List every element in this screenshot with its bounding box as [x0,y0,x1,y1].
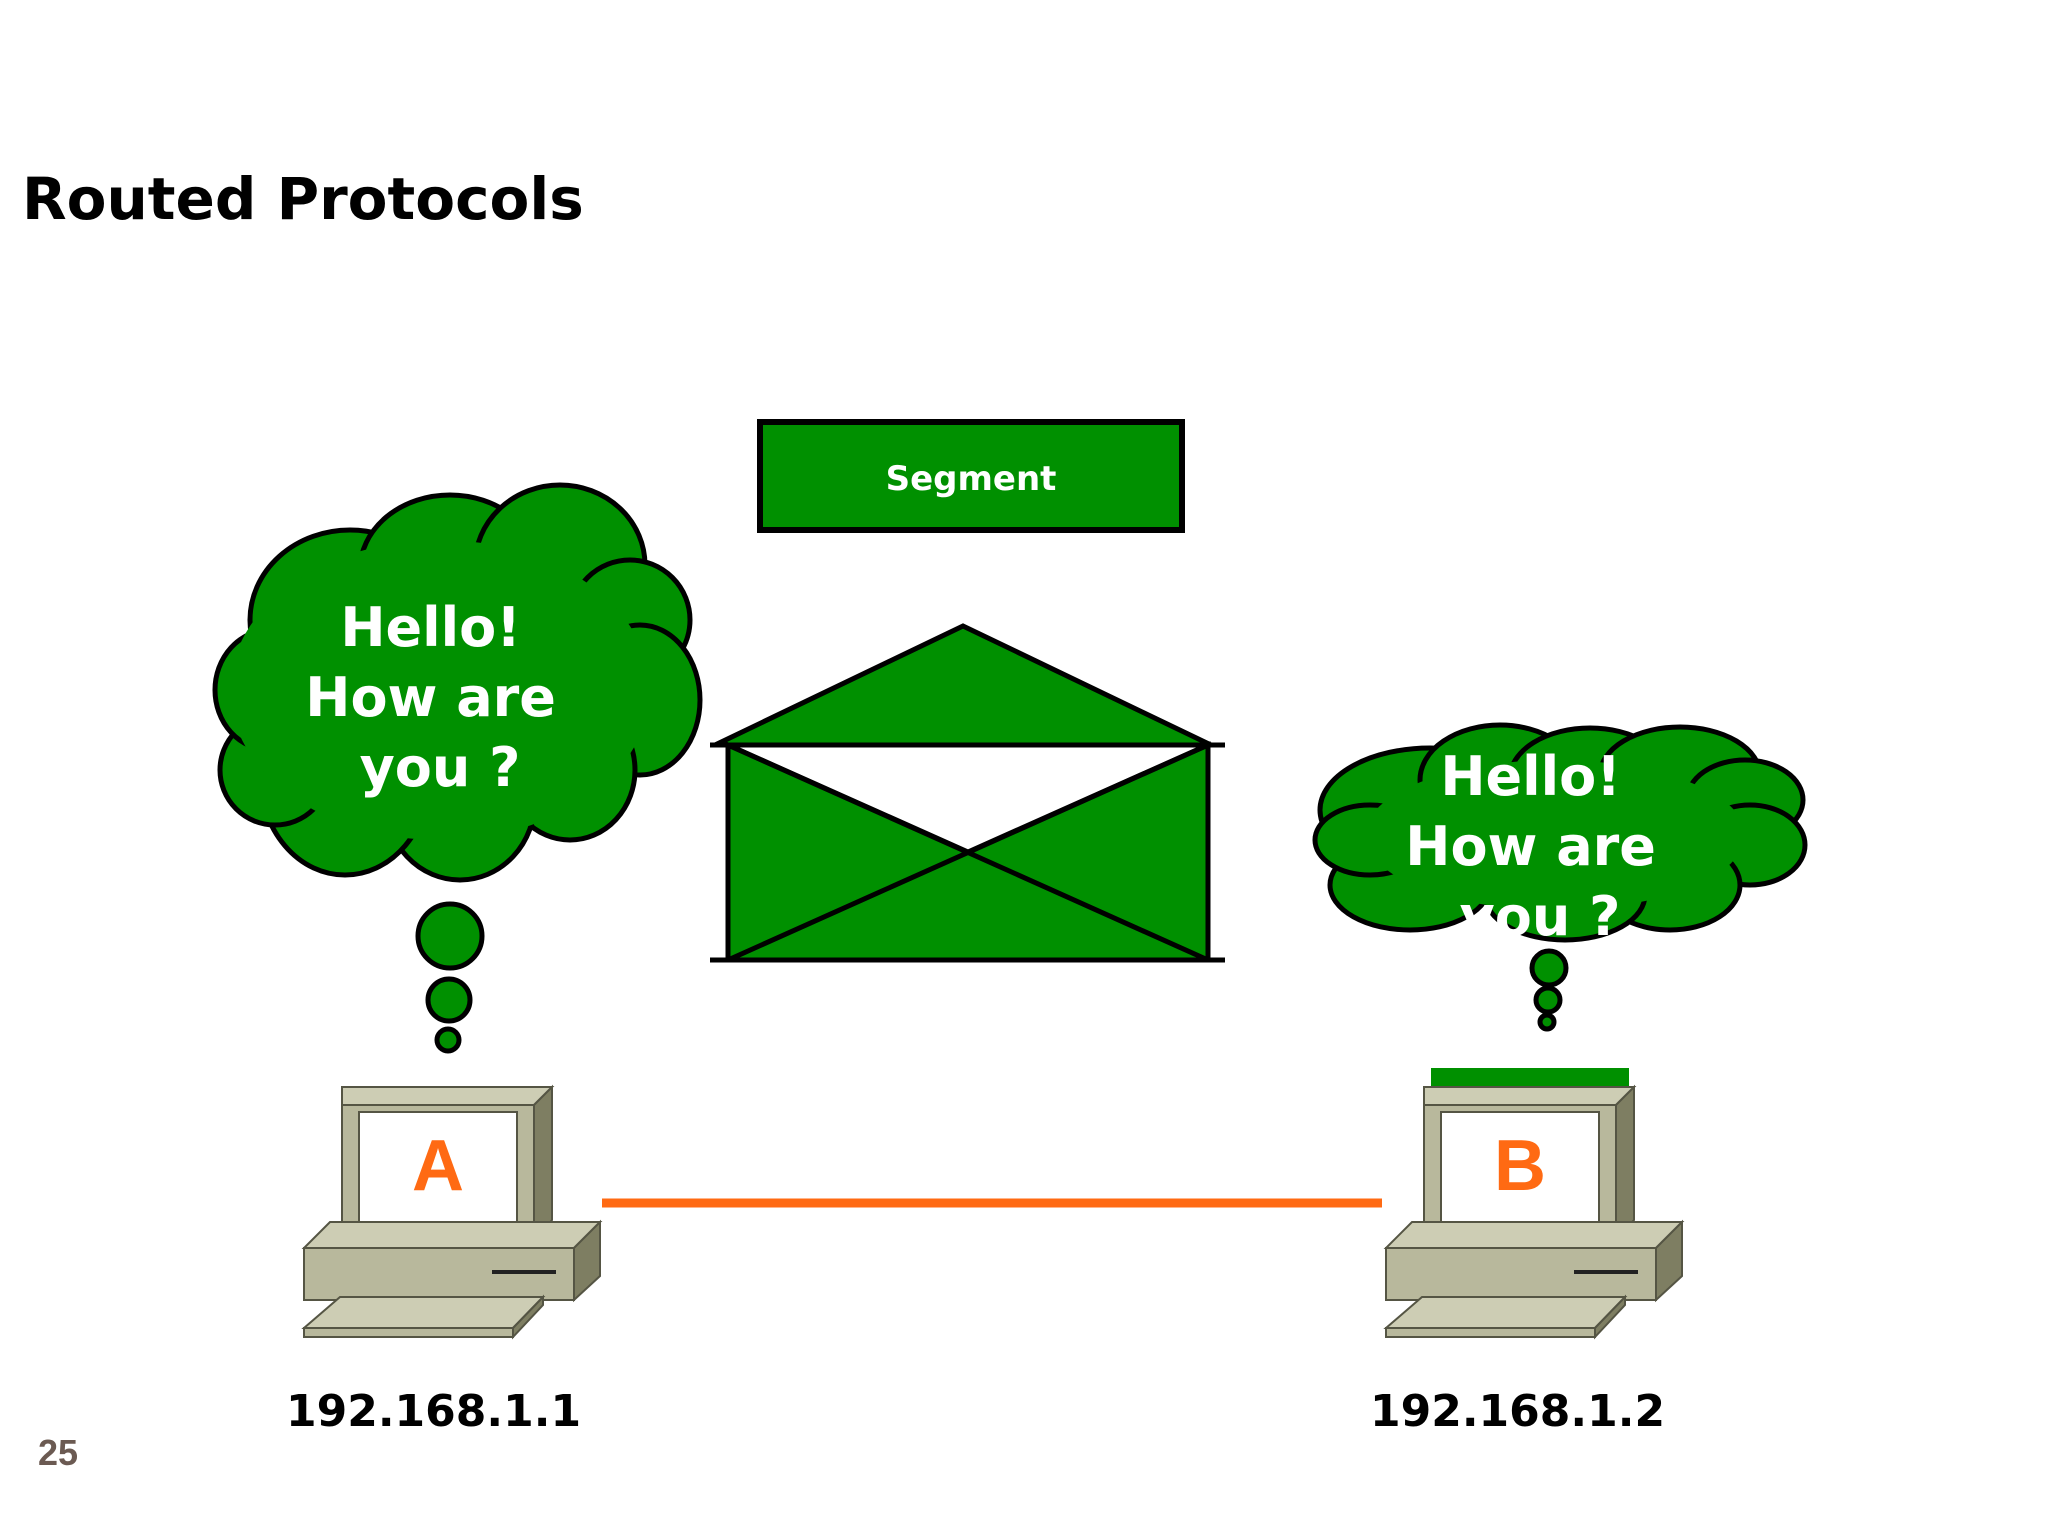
host-a-label: A [412,1126,464,1206]
host-a-message-line-3: you ? [360,736,521,799]
host-a-message-line-1: Hello! [340,596,521,659]
segment-label: Segment [886,459,1057,499]
host-a-message-line-2: How are [305,666,556,729]
host-b-ip: 192.168.1.2 [1370,1386,1666,1437]
host-b-message-line-1: Hello! [1440,745,1621,808]
host-a-message: Hello! How are you ? [305,596,575,799]
host-a-ip: 192.168.1.1 [286,1386,582,1437]
thought-bubble-a [212,482,703,1054]
host-b-message-line-2: How are [1405,815,1656,878]
segment-box: Segment [757,419,1185,533]
host-b-message-line-3: you ? [1460,885,1621,948]
computer-b-icon [1383,1068,1685,1340]
slide-title: Routed Protocols [22,165,584,233]
computer-a-icon [301,1084,603,1340]
page-number: 25 [38,1432,79,1473]
envelope-icon [710,623,1225,963]
host-b-label: B [1494,1126,1546,1206]
host-b-message: Hello! How are you ? [1405,745,1675,948]
thought-bubble-b [1312,722,1808,1032]
